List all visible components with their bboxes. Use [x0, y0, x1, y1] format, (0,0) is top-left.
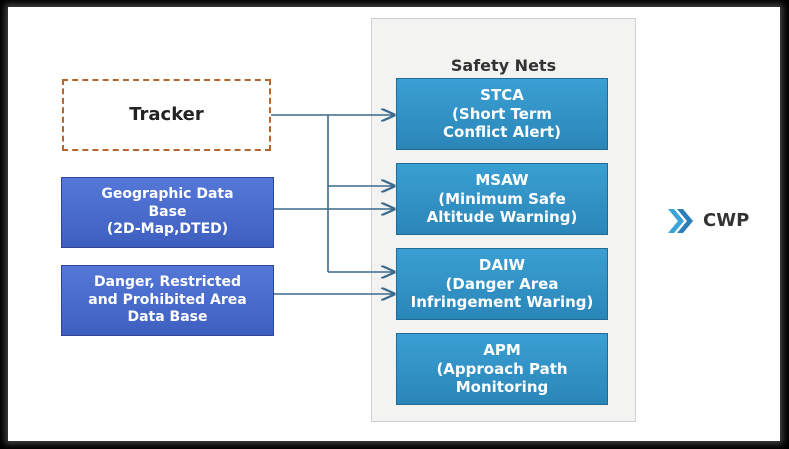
cwp-label: CWP	[703, 210, 750, 231]
msaw-box: MSAW (Minimum Safe Altitude Warning)	[396, 163, 608, 235]
daiw-box: DAIW (Danger Area Infringement Waring)	[396, 248, 608, 320]
danger-area-database-box: Danger, Restricted and Prohibited Area D…	[61, 265, 274, 336]
apm-box: APM (Approach Path Monitoring	[396, 333, 608, 405]
geographic-database-box: Geographic Data Base (2D-Map,DTED)	[61, 177, 274, 248]
panel-title: Safety Nets	[450, 56, 557, 75]
stca-box: STCA (Short Term Conflict Alert)	[396, 78, 608, 150]
double-chevron-icon	[668, 209, 693, 233]
tracker-box: Tracker	[62, 79, 271, 151]
